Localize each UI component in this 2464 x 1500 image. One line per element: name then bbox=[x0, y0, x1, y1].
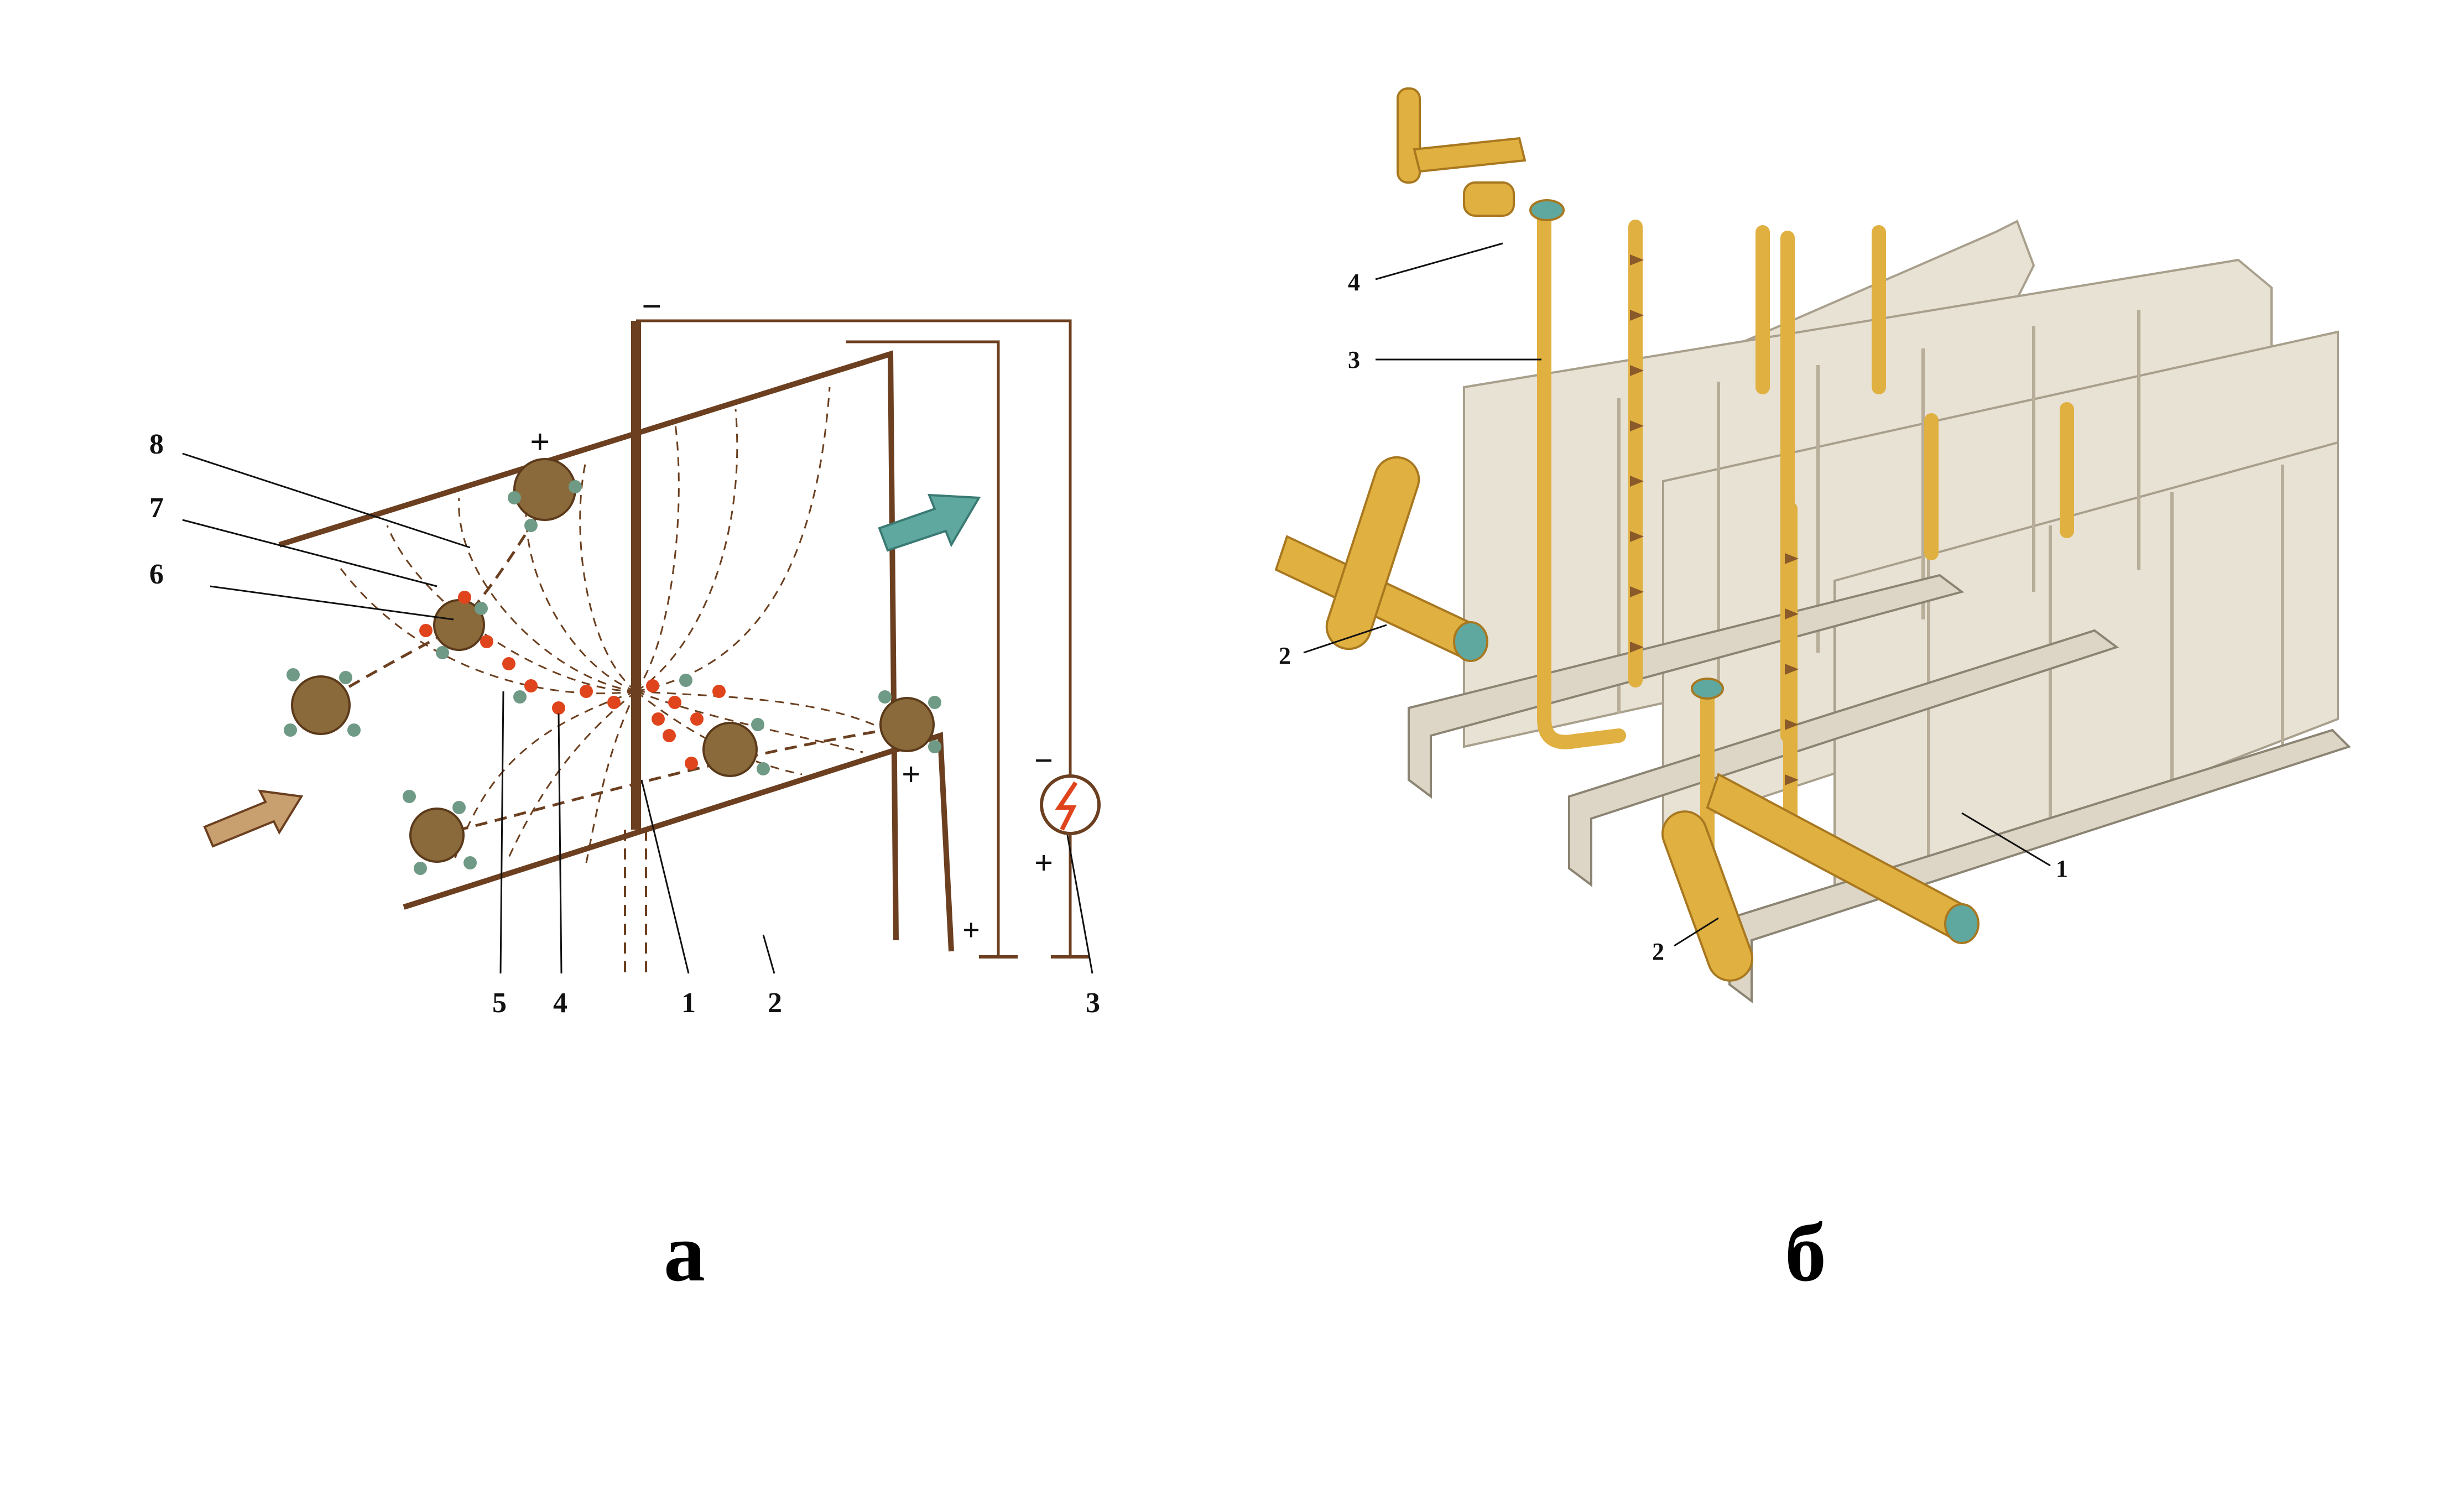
minus-sign: − bbox=[642, 287, 661, 326]
label-1: 1 bbox=[681, 987, 696, 1019]
positive-ions bbox=[284, 480, 941, 875]
field-lines bbox=[336, 387, 897, 863]
power-source-icon bbox=[1040, 774, 1101, 835]
label-3: 3 bbox=[1348, 346, 1360, 373]
label-2: 2 bbox=[768, 987, 782, 1019]
precipitator-electrode-assembly: 4 3 2 2 1 bbox=[1274, 87, 2351, 1003]
diagram-a: − + + − + + 8 7 6 5 4 1 2 3 а bbox=[149, 287, 1101, 1299]
dust-particles bbox=[291, 458, 935, 863]
label-2: 2 bbox=[1652, 938, 1664, 965]
minus-sign: − bbox=[1034, 742, 1053, 779]
electrostatic-precipitator-principle: − + + − + + 8 7 6 5 4 1 2 3 bbox=[149, 287, 1101, 1019]
gas-outlet-arrow-icon bbox=[878, 493, 981, 552]
lower-collector-plate bbox=[403, 732, 954, 952]
discharge-electrodes bbox=[1537, 209, 2074, 859]
plus-sign: + bbox=[962, 913, 980, 947]
plus-sign: + bbox=[902, 756, 920, 793]
lightning-icon bbox=[1055, 781, 1078, 831]
label-6: 6 bbox=[149, 559, 164, 590]
label-7: 7 bbox=[149, 492, 164, 524]
caption-a: а bbox=[664, 1207, 705, 1299]
label-3: 3 bbox=[1086, 987, 1100, 1019]
plus-sign: + bbox=[1034, 845, 1053, 881]
upper-collector-plate bbox=[278, 350, 899, 941]
negative-ions bbox=[419, 591, 726, 770]
label-4: 4 bbox=[1348, 269, 1360, 296]
gas-inlet-arrow-icon bbox=[203, 789, 304, 848]
hammer-mechanisms bbox=[1325, 87, 1754, 982]
label-1: 1 bbox=[2056, 855, 2068, 882]
power-wire-negative bbox=[636, 319, 1072, 774]
label-2: 2 bbox=[1279, 642, 1291, 669]
base-channels bbox=[1408, 574, 2351, 1003]
plus-sign: + bbox=[530, 422, 550, 461]
label-8: 8 bbox=[149, 429, 164, 460]
label-5: 5 bbox=[492, 987, 507, 1019]
caption-b: б bbox=[1785, 1207, 1826, 1299]
label-4: 4 bbox=[553, 987, 567, 1019]
diagram-b: 4 3 2 2 1 б bbox=[1232, 0, 2464, 1500]
power-wire-positive bbox=[846, 340, 1000, 957]
